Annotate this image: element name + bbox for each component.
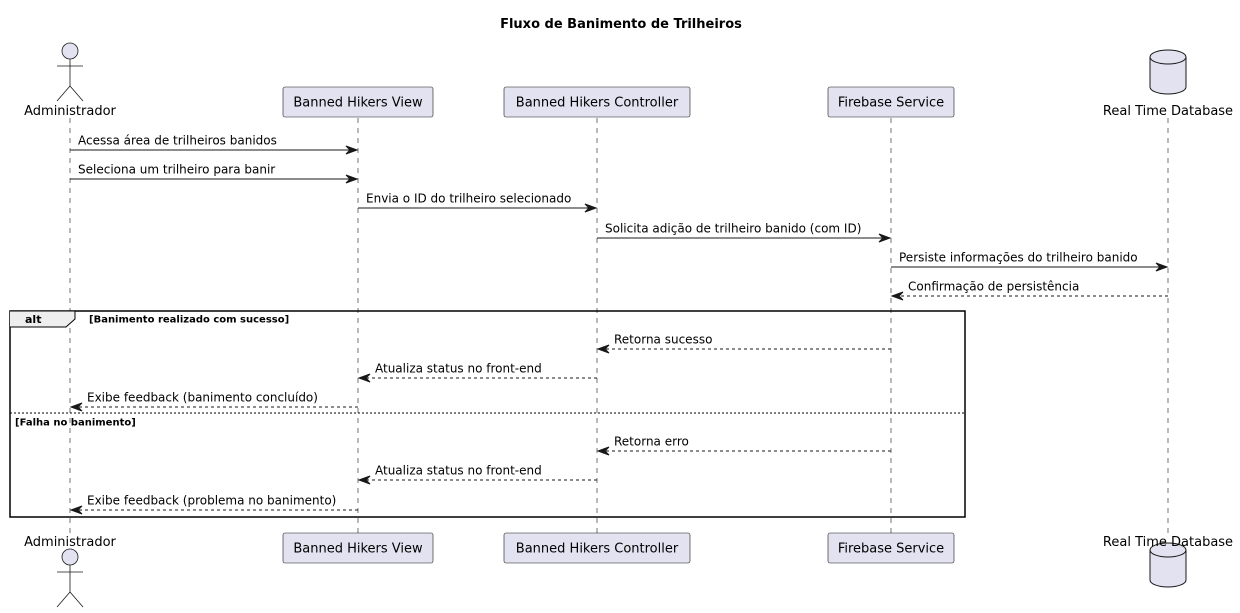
participant-box bbox=[827, 532, 955, 564]
arrowhead-icon bbox=[69, 505, 83, 515]
participant-controller-top: Banned Hikers Controller bbox=[503, 86, 691, 118]
participant-firebase-label: Firebase Service bbox=[838, 542, 944, 557]
actor-figure-icon bbox=[56, 42, 84, 102]
arrowhead-icon bbox=[357, 475, 371, 485]
message-label: Solicita adição de trilheiro banido (com… bbox=[605, 222, 861, 236]
participant-box bbox=[503, 532, 691, 564]
message-1: Acessa área de trilheiros banidos bbox=[70, 134, 359, 155]
arrowhead-icon bbox=[596, 344, 610, 354]
participant-box bbox=[503, 86, 691, 118]
message-label: Exibe feedback (problema no banimento) bbox=[87, 494, 336, 508]
actor-admin-bottom: Administrador bbox=[24, 535, 117, 608]
participant-controller-bottom: Banned Hikers Controller bbox=[503, 532, 691, 564]
arrowhead-icon bbox=[345, 145, 359, 155]
message-label: Atualiza status no front-end bbox=[375, 464, 542, 478]
participant-firebase-bottom: Firebase Service bbox=[827, 532, 955, 564]
message-label: Retorna sucesso bbox=[614, 333, 712, 347]
fragment-operator: alt bbox=[25, 313, 41, 326]
message-label: Envia o ID do trilheiro selecionado bbox=[366, 192, 571, 206]
participant-controller-label: Banned Hikers Controller bbox=[516, 96, 679, 111]
actor-admin-label: Administrador bbox=[24, 535, 116, 550]
database-db-label: Real Time Database bbox=[1103, 104, 1233, 119]
arrowhead-icon bbox=[584, 203, 598, 213]
message-4: Solicita adição de trilheiro banido (com… bbox=[597, 222, 892, 243]
actor-admin-top: Administrador bbox=[24, 42, 117, 119]
message-label: Retorna erro bbox=[614, 435, 689, 449]
message-5: Persiste informações do trilheiro banido bbox=[891, 251, 1169, 272]
message-7: Retorna sucesso bbox=[596, 333, 891, 354]
arrowhead-icon bbox=[345, 174, 359, 184]
arrowhead-icon bbox=[890, 291, 904, 301]
message-label: Exibe feedback (banimento concluído) bbox=[87, 391, 318, 405]
message-8: Atualiza status no front-end bbox=[357, 362, 597, 383]
database-icon bbox=[1149, 49, 1187, 95]
fragment-guard-failure: [Falha no banimento] bbox=[15, 418, 136, 429]
message-12: Exibe feedback (problema no banimento) bbox=[69, 494, 358, 515]
database-icon bbox=[1149, 542, 1187, 588]
participant-view-label: Banned Hikers View bbox=[293, 542, 423, 557]
participant-view-label: Banned Hikers View bbox=[293, 96, 423, 111]
actor-admin-label: Administrador bbox=[24, 104, 116, 119]
fragment-frame bbox=[9, 310, 966, 518]
message-9: Exibe feedback (banimento concluído) bbox=[69, 391, 358, 412]
arrowhead-icon bbox=[596, 446, 610, 456]
database-db-top: Real Time Database bbox=[1103, 49, 1233, 119]
message-label: Acessa área de trilheiros banidos bbox=[78, 134, 277, 148]
message-label: Atualiza status no front-end bbox=[375, 362, 542, 376]
arrowhead-icon bbox=[1155, 262, 1169, 272]
messages: Acessa área de trilheiros banidosSelecio… bbox=[69, 134, 1169, 515]
participant-box bbox=[282, 532, 434, 564]
fragment-guard-success: [Banimento realizado com sucesso] bbox=[89, 315, 289, 326]
arrowhead-icon bbox=[878, 233, 892, 243]
message-6: Confirmação de persistência bbox=[890, 280, 1168, 301]
participant-box bbox=[827, 86, 955, 118]
message-label: Seleciona um trilheiro para banir bbox=[78, 163, 275, 177]
participant-view-bottom: Banned Hikers View bbox=[282, 532, 434, 564]
message-11: Atualiza status no front-end bbox=[357, 464, 597, 485]
database-db-bottom: Real Time Database bbox=[1103, 535, 1233, 588]
participant-view-top: Banned Hikers View bbox=[282, 86, 434, 118]
participant-firebase-top: Firebase Service bbox=[827, 86, 955, 118]
database-db-label: Real Time Database bbox=[1103, 535, 1233, 550]
message-3: Envia o ID do trilheiro selecionado bbox=[358, 192, 598, 213]
arrowhead-icon bbox=[69, 402, 83, 412]
diagram-title: Fluxo de Banimento de Trilheiros bbox=[500, 17, 742, 32]
message-label: Confirmação de persistência bbox=[908, 280, 1079, 294]
participant-controller-label: Banned Hikers Controller bbox=[516, 542, 679, 557]
participant-firebase-label: Firebase Service bbox=[838, 96, 944, 111]
lifelines bbox=[69, 118, 1169, 533]
arrowhead-icon bbox=[357, 373, 371, 383]
message-label: Persiste informações do trilheiro banido bbox=[899, 251, 1138, 265]
message-10: Retorna erro bbox=[596, 435, 891, 456]
message-2: Seleciona um trilheiro para banir bbox=[70, 163, 359, 184]
alt-fragment: alt [Banimento realizado com sucesso] [Fal… bbox=[9, 310, 966, 518]
participant-box bbox=[282, 86, 434, 118]
actor-figure-icon bbox=[56, 548, 84, 608]
fragment-tab bbox=[10, 310, 76, 328]
